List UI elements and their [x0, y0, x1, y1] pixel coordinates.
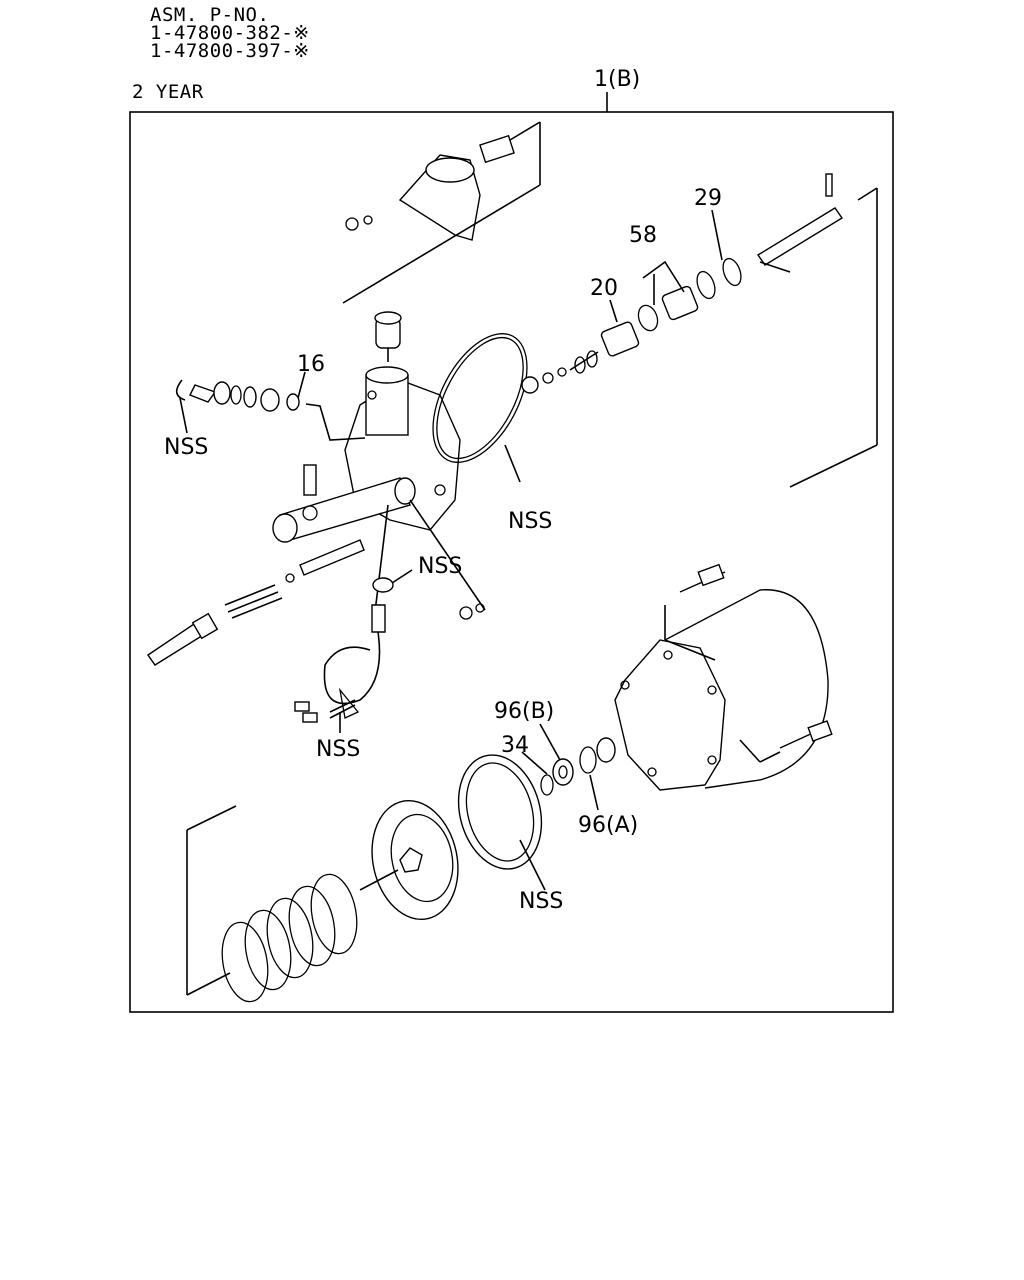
callout-16: 16 — [297, 352, 325, 377]
callout-34: 34 — [501, 733, 529, 758]
label-leader-lines — [179, 209, 723, 891]
rod-and-spring — [147, 539, 365, 666]
callout-58: 58 — [629, 223, 657, 248]
callout-29: 29 — [694, 186, 722, 211]
callout-96b: 96(B) — [494, 699, 554, 724]
cylinder-housing — [614, 563, 833, 791]
diaphragm-plate — [371, 799, 459, 921]
lower-left-bracket-lines — [186, 805, 237, 996]
callout-96a: 96(A) — [578, 813, 638, 838]
return-spring — [221, 869, 399, 1003]
callout-nss-o-ring: NSS — [508, 509, 552, 534]
diagram-frame — [129, 111, 894, 1013]
callout-nss-seal: NSS — [519, 889, 563, 914]
sensor-harness — [294, 504, 394, 723]
callout-assembly-1b: 1(B) — [594, 67, 640, 92]
mounting-bracket — [342, 121, 541, 304]
part-number-2: 1-47800-397-※ — [150, 40, 310, 62]
large-o-ring — [432, 333, 528, 463]
callout-nss-washer: NSS — [418, 554, 462, 579]
nut-washer-group — [540, 737, 616, 796]
nut-group-left — [409, 499, 486, 620]
left-fitting-group — [175, 379, 366, 441]
part-number-1: 1-47800-382-※ — [150, 22, 310, 44]
callout-nss-left-fitting: NSS — [164, 435, 208, 460]
callout-20: 20 — [590, 276, 618, 301]
cylinder-tube — [272, 464, 416, 543]
piston-parts-chain — [521, 173, 844, 394]
top-right-bracket-lines — [789, 187, 878, 488]
asm-part-number-label: ASM. P-NO. — [150, 4, 270, 26]
callout-nss-harness: NSS — [316, 737, 360, 762]
warranty-label: 2 YEAR — [132, 81, 204, 103]
